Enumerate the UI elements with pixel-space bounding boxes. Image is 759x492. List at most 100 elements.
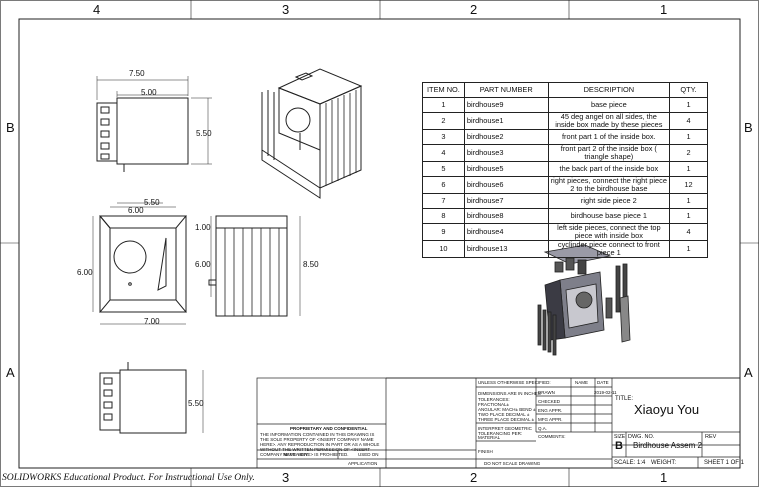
bom-item: 1 [422, 97, 465, 113]
bom-item: 4 [422, 144, 465, 162]
zone-top-3: 3 [282, 2, 290, 17]
zone-bottom-3: 3 [282, 470, 290, 485]
tb-three-place: THREE PLACE DECIMAL ± [478, 417, 535, 422]
bom-qty: 12 [669, 176, 708, 194]
zone-left-a: A [6, 365, 15, 380]
bom-part: birdhouse5 [463, 161, 549, 177]
tb-size-label: SIZE [614, 434, 626, 440]
bom-desc: right side piece 2 [547, 193, 671, 209]
tb-next-assy: NEXT ASSY [283, 452, 308, 457]
tb-drawn: DRAWN [538, 390, 555, 395]
bom-desc: base piece [547, 97, 671, 113]
bom-qty: 4 [669, 112, 708, 130]
side-view [208, 215, 301, 317]
tb-proprietary: PROPRIETARY AND CONFIDENTIAL [290, 426, 368, 431]
front-view [96, 76, 212, 172]
dim-front-width: 7.50 [129, 69, 145, 78]
tb-fractional: FRACTIONAL± [478, 402, 509, 407]
tb-weight: WEIGHT: [651, 460, 676, 466]
bom-desc: left side pieces, connect the top piece … [547, 223, 671, 241]
tb-unless: UNLESS OTHERWISE SPECIFIED: [478, 380, 551, 385]
bom-item: 3 [422, 129, 465, 145]
bom-qty: 1 [669, 208, 708, 224]
tb-scale: SCALE: 1:4 [614, 460, 646, 466]
bom-item: 6 [422, 176, 465, 194]
tb-name-hdr: NAME [575, 380, 589, 385]
tb-date-hdr: DATE [597, 380, 609, 385]
bom-item: 2 [422, 112, 465, 130]
bom-part: birdhouse13 [463, 240, 549, 258]
dim-view2-width: 7.00 [144, 317, 160, 326]
watermark: SOLIDWORKS Educational Product. For Inst… [2, 472, 255, 483]
tb-title-value: Xiaoyu You [634, 402, 700, 417]
bom-qty: 2 [669, 144, 708, 162]
tb-tolerances: TOLERANCES: [478, 397, 510, 402]
bom-part: birdhouse9 [463, 97, 549, 113]
dim-view2-inner: 6.00 [128, 206, 144, 215]
tb-eng-appr: ENG APPR. [538, 408, 563, 413]
tb-mfg-appr: MFG APPR. [538, 417, 563, 422]
tb-no-scale: DO NOT SCALE DRAWING [484, 461, 541, 466]
zone-bottom-1: 1 [660, 470, 668, 485]
bom-part: birdhouse1 [463, 112, 549, 130]
tb-sheet: SHEET 1 OF 1 [704, 460, 744, 466]
tb-two-place: TWO PLACE DECIMAL ± [478, 412, 530, 417]
zone-left-b: B [6, 120, 15, 135]
bom-qty: 1 [669, 240, 708, 258]
isometric-view [261, 68, 363, 199]
dim-bottom-height: 5.50 [188, 399, 204, 408]
tb-checked: CHECKED [538, 399, 561, 404]
bom-desc: birdhouse base piece 1 [547, 208, 671, 224]
bom-qty: 1 [669, 97, 708, 113]
zone-right-b: B [744, 120, 753, 135]
zone-bottom-2: 2 [470, 470, 478, 485]
dim-view2-height: 6.00 [77, 268, 93, 277]
bom-qty: 1 [669, 129, 708, 145]
bom-item: 8 [422, 208, 465, 224]
bom-desc: the back part of the inside box [547, 161, 671, 177]
tb-qa: Q.A. [538, 426, 548, 431]
tb-angular: ANGULAR: MACH± BEND ± [478, 407, 536, 412]
front-hole-view [92, 202, 188, 325]
bom-part: birdhouse7 [463, 193, 549, 209]
bom-header-part: PART NUMBER [463, 82, 549, 98]
dim-side-top: 1.00 [195, 223, 211, 232]
tb-rev-label: REV [705, 434, 717, 440]
zone-top-4: 4 [93, 2, 101, 17]
bom-part: birdhouse3 [463, 144, 549, 162]
tb-finish: FINISH [478, 449, 493, 454]
bom-header-qty: QTY. [669, 82, 708, 98]
bom-header-desc: DESCRIPTION [547, 82, 671, 98]
tb-used-on: USED ON [358, 452, 379, 457]
tb-comments: COMMENTS: [538, 434, 566, 439]
tb-dims-in: DIMENSIONS ARE IN INCHES [478, 391, 541, 396]
title-block-lines [256, 377, 741, 469]
zone-top-1: 1 [660, 2, 668, 17]
tb-drawn-date: 2019-02-11 [594, 390, 617, 395]
bom-qty: 1 [669, 193, 708, 209]
dim-front-inner: 5.00 [141, 88, 157, 97]
bom-item: 5 [422, 161, 465, 177]
bom-part: birdhouse4 [463, 223, 549, 241]
bom-qty: 1 [669, 161, 708, 177]
exploded-view [537, 244, 631, 356]
tb-tolerancing: TOLERANCING PER: [478, 431, 523, 436]
bom-desc: front part 1 of the inside box. [547, 129, 671, 145]
bom-part: birdhouse2 [463, 129, 549, 145]
tb-dwg-value: Birdhouse Assem 2 [633, 441, 702, 450]
bom-desc: right pieces, connect the right piece 2 … [547, 176, 671, 194]
tb-title-label: TITLE: [615, 396, 634, 402]
zone-top-2: 2 [470, 2, 478, 17]
